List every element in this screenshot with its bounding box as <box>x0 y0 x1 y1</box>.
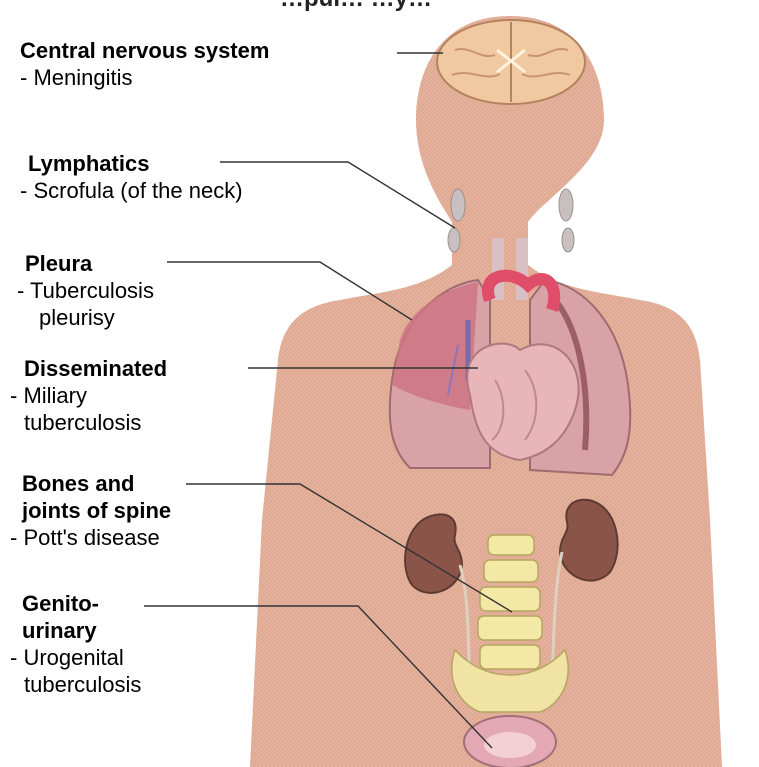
label-title-line: urinary <box>10 617 141 644</box>
label-line: - Tuberculosis <box>17 277 154 304</box>
label-line: pleurisy <box>17 304 154 331</box>
thorax-organs <box>390 238 631 475</box>
label-line: - Miliary <box>10 382 167 409</box>
bladder-organ <box>464 716 556 767</box>
label-line: tuberculosis <box>10 671 141 698</box>
label-bones-joints-spine: Bones and joints of spine - Pott's disea… <box>10 470 171 551</box>
label-pleura: Pleura - Tuberculosis pleurisy <box>17 250 154 331</box>
label-disseminated: Disseminated - Miliary tuberculosis <box>10 355 167 436</box>
label-title: Central nervous system <box>20 37 269 64</box>
label-line: - Urogenital <box>10 644 141 671</box>
label-title-line: Bones and <box>10 470 171 497</box>
label-lymphatics: Lymphatics - Scrofula (of the neck) <box>20 150 243 204</box>
label-line: - Pott's disease <box>10 524 171 551</box>
label-title-line: Genito- <box>10 590 141 617</box>
label-title: Lymphatics <box>20 150 243 177</box>
label-line: - Meningitis <box>20 64 269 91</box>
label-central-nervous-system: Central nervous system - Meningitis <box>20 37 269 91</box>
label-title: Pleura <box>17 250 154 277</box>
label-title-line: joints of spine <box>10 497 171 524</box>
label-line: tuberculosis <box>10 409 167 436</box>
brain-organ <box>437 20 585 104</box>
figure-title-fragment: …pul… …y… <box>280 0 432 12</box>
label-line: - Scrofula (of the neck) <box>20 177 243 204</box>
label-title: Disseminated <box>10 355 167 382</box>
leader-line-lymph <box>220 162 455 228</box>
label-genitourinary: Genito- urinary - Urogenital tuberculosi… <box>10 590 141 698</box>
